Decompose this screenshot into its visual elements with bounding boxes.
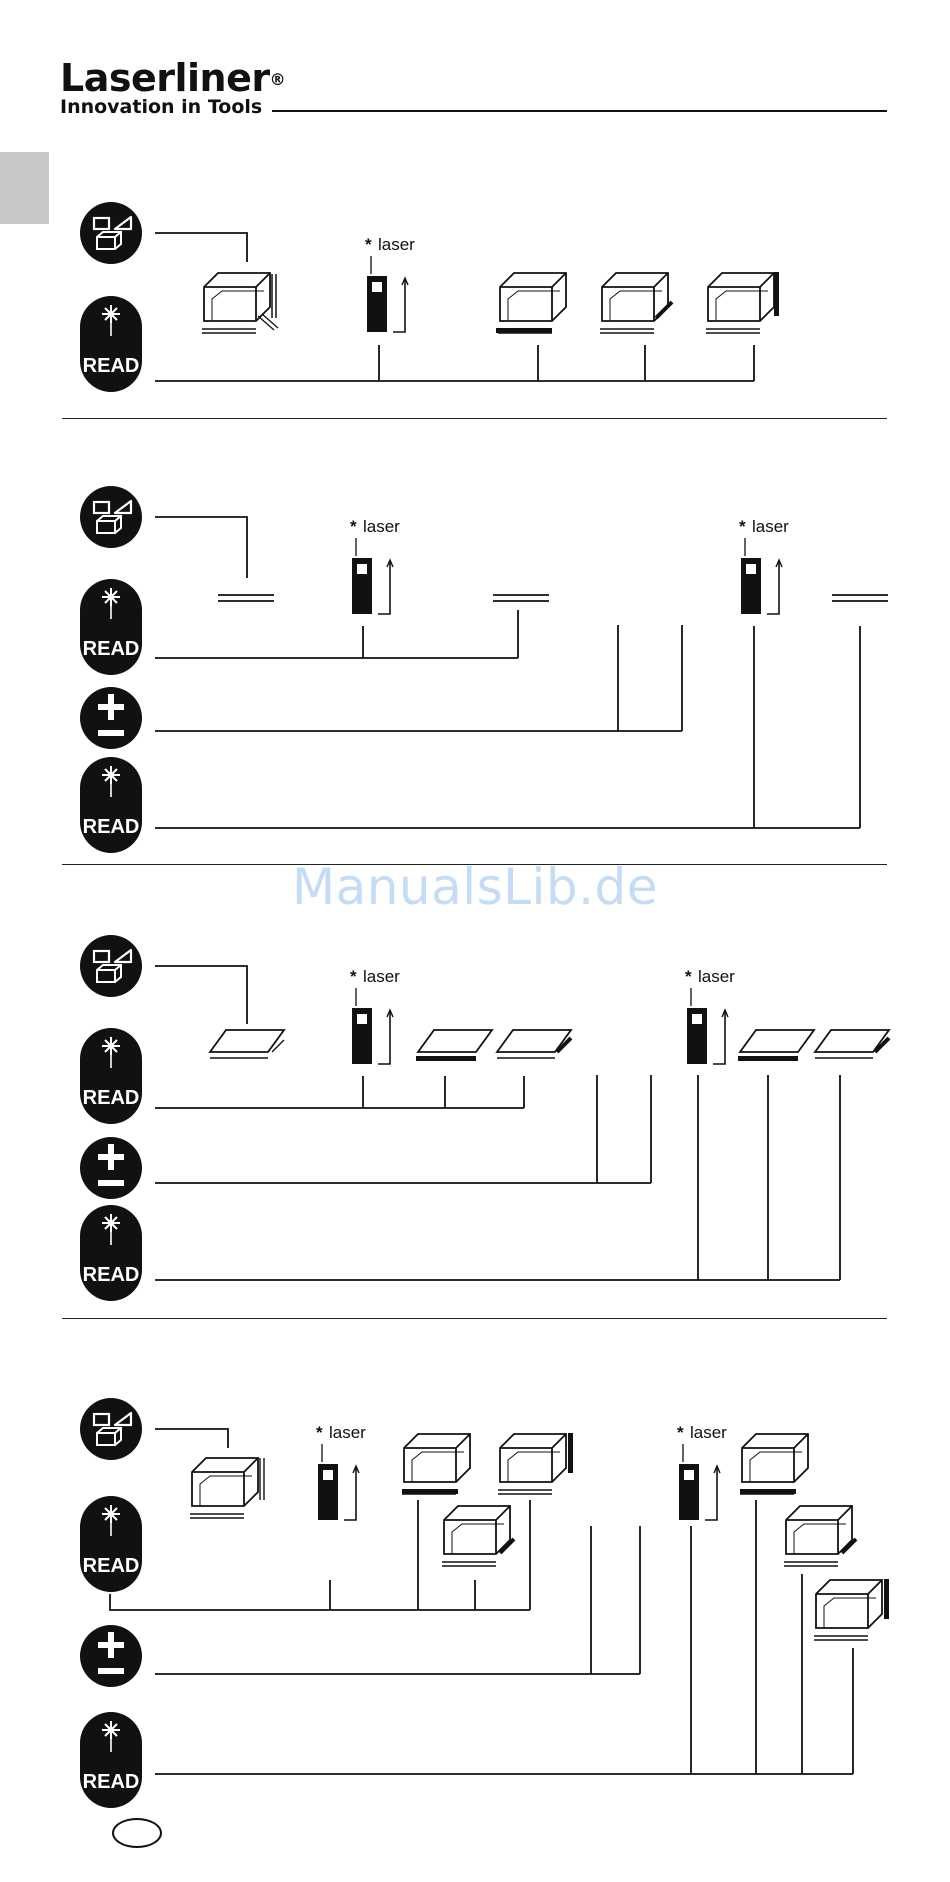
svg-text:READ: READ — [83, 1555, 140, 1577]
svg-text:READ: READ — [83, 638, 140, 660]
length-line-icon — [218, 595, 274, 601]
read-laser-icon: READ — [80, 1028, 142, 1124]
svg-text:laser: laser — [363, 967, 400, 986]
read-laser-icon: READ — [80, 1712, 142, 1808]
svg-text:laser: laser — [329, 1423, 366, 1442]
laser-meter-icon: * laser — [350, 967, 400, 1064]
svg-text:READ: READ — [83, 1264, 140, 1286]
volume-box-icon — [784, 1506, 856, 1566]
laser-label: laser — [378, 235, 415, 254]
language-oval-icon — [112, 1818, 162, 1848]
svg-text:*: * — [739, 517, 746, 536]
section-volume-extended: READ READ * laser — [80, 1398, 889, 1808]
svg-text:*: * — [350, 967, 357, 986]
read-laser-icon: READ — [80, 1205, 142, 1301]
volume-box-icon — [740, 1434, 808, 1494]
mode-select-icon — [80, 935, 142, 997]
length-line-icon — [493, 595, 549, 601]
svg-text:laser: laser — [698, 967, 735, 986]
length-line-icon — [832, 595, 888, 601]
svg-text:laser: laser — [363, 517, 400, 536]
volume-box-icon — [600, 273, 672, 333]
laser-meter-icon: * laser — [365, 235, 415, 332]
volume-box-icon — [202, 273, 270, 333]
volume-box-icon — [498, 1433, 573, 1494]
svg-text:*: * — [365, 235, 372, 254]
read-button-label: READ — [83, 355, 140, 377]
volume-box-icon — [402, 1434, 470, 1494]
svg-text:*: * — [350, 517, 357, 536]
svg-text:READ: READ — [83, 1087, 140, 1109]
laser-meter-icon: * laser — [316, 1423, 366, 1520]
read-laser-icon: READ — [80, 757, 142, 853]
read-laser-icon: READ — [80, 1496, 142, 1592]
read-laser-icon: READ — [80, 579, 142, 675]
mode-select-icon — [80, 202, 142, 264]
laser-meter-icon: * laser — [685, 967, 735, 1064]
section-length: READ READ * laser * laser — [80, 486, 888, 853]
svg-text:*: * — [316, 1423, 323, 1442]
plus-minus-icon — [80, 1137, 142, 1199]
mode-select-icon — [80, 486, 142, 548]
plus-minus-icon — [80, 1625, 142, 1687]
svg-text:READ: READ — [83, 816, 140, 838]
area-plane-icon — [738, 1030, 814, 1061]
volume-box-icon — [190, 1458, 264, 1518]
volume-box-icon — [706, 272, 779, 333]
read-laser-icon: READ — [80, 296, 142, 392]
section-area: READ READ * laser * laser — [80, 935, 889, 1301]
mode-select-icon — [80, 1398, 142, 1460]
section-volume: READ * laser — [80, 202, 779, 392]
area-plane-icon — [815, 1030, 889, 1058]
svg-text:laser: laser — [752, 517, 789, 536]
svg-text:laser: laser — [690, 1423, 727, 1442]
svg-text:*: * — [677, 1423, 684, 1442]
laser-meter-icon: * laser — [350, 517, 400, 614]
volume-box-icon — [814, 1579, 889, 1640]
plus-minus-icon — [80, 687, 142, 749]
area-plane-icon — [210, 1030, 284, 1058]
area-plane-icon — [416, 1030, 492, 1061]
volume-box-icon — [442, 1506, 514, 1566]
svg-text:READ: READ — [83, 1771, 140, 1793]
area-plane-icon — [497, 1030, 571, 1058]
volume-box-icon — [496, 273, 566, 333]
laser-meter-icon: * laser — [677, 1423, 727, 1520]
laser-meter-icon: * laser — [739, 517, 789, 614]
svg-text:*: * — [685, 967, 692, 986]
